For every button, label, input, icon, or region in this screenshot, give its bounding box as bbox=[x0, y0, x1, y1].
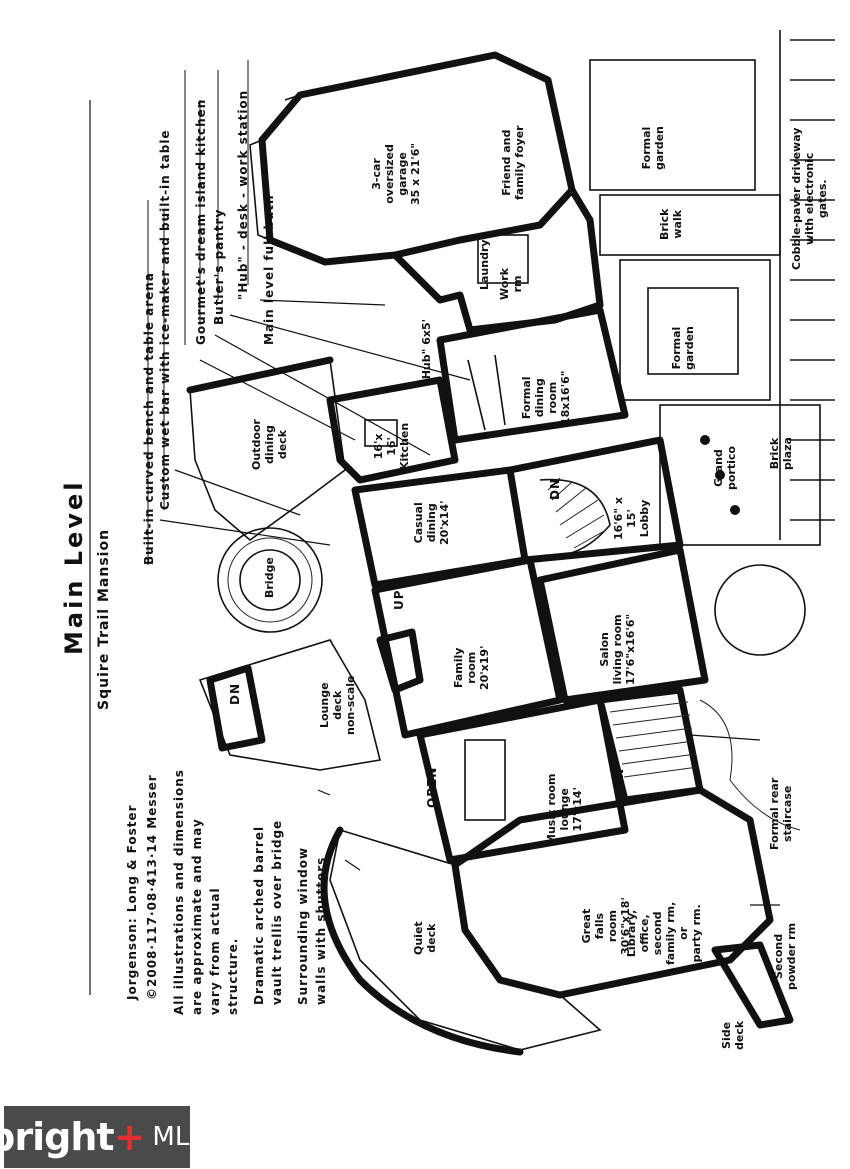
logo-mark: + bbox=[113, 1115, 146, 1159]
lounge-deck bbox=[198, 639, 381, 771]
lounge-stair bbox=[206, 664, 266, 752]
disclaimer-3: vary from actual bbox=[208, 887, 222, 1015]
side-deck-walls bbox=[711, 941, 794, 1029]
mark-open: OPEN bbox=[425, 766, 439, 808]
credit-line-2: ©2008·117·08·413·14 Messer bbox=[145, 774, 159, 1000]
kitchen-island bbox=[364, 419, 398, 447]
music-room-walls bbox=[416, 696, 629, 864]
laundry-tile bbox=[477, 234, 529, 284]
callout-hub: "Hub" - desk - work station bbox=[236, 89, 250, 300]
mark-dn-music: DN bbox=[612, 767, 626, 790]
label-bridge: Bridge bbox=[263, 557, 276, 598]
curved-staircase bbox=[539, 478, 611, 557]
label-laundry: Laundry bbox=[478, 239, 491, 290]
formal-dining-walls bbox=[436, 306, 629, 444]
trees-lower-right bbox=[699, 564, 806, 831]
brick-walk bbox=[599, 194, 781, 256]
cobble-driveway bbox=[779, 30, 835, 540]
page-subtitle: Squire Trail Mansion bbox=[96, 528, 112, 710]
logo-suffix: MLS bbox=[152, 1122, 206, 1152]
callout-leaders bbox=[159, 299, 780, 906]
kitchen-walls bbox=[326, 376, 459, 484]
brick-plaza bbox=[659, 404, 821, 546]
callout-curved-bench: Built-in curved bench and table arena bbox=[142, 272, 156, 565]
credit-line-1: Jorgenson: Long & Foster bbox=[125, 804, 139, 1000]
outdoor-dining-deck bbox=[189, 359, 346, 542]
callout-window-walls-1: Surrounding window bbox=[296, 846, 310, 1005]
callout-full-bath: Main level full bath bbox=[262, 194, 276, 345]
mark-dn-lobby: DN bbox=[548, 477, 562, 500]
callout-window-walls-2: walls with shutters bbox=[314, 856, 328, 1005]
mark-up-family: UP bbox=[392, 589, 406, 610]
callout-island-kitchen: Gourmet's dream island kitchen bbox=[194, 98, 208, 345]
salon-walls bbox=[536, 546, 709, 704]
quiet-deck bbox=[329, 828, 602, 1051]
mark-dn-lounge: DN bbox=[228, 682, 242, 705]
disclaimer-4: structure. bbox=[226, 937, 240, 1015]
service-wing-walls bbox=[391, 186, 604, 334]
callout-butlers-pantry: Butler's pantry bbox=[212, 208, 226, 325]
label-hub: "Hub" 6x5' bbox=[420, 319, 433, 385]
music-room-tile bbox=[464, 739, 506, 821]
formal-garden-upper bbox=[589, 59, 756, 191]
disclaimer-1: All illustrations and dimensions bbox=[172, 769, 186, 1015]
bridge-circle bbox=[217, 527, 323, 633]
portico-columns bbox=[700, 435, 740, 515]
bright-mls-logo: bright+ MLS bbox=[0, 1106, 206, 1168]
logo-brand: bright bbox=[0, 1115, 115, 1159]
lobby-walls bbox=[506, 436, 684, 564]
callout-barrel-vault-1: Dramatic arched barrel bbox=[252, 825, 266, 1005]
formal-garden-lower bbox=[619, 259, 771, 401]
page-title: Main Level bbox=[60, 479, 88, 655]
callout-barrel-vault-2: vault trellis over bridge bbox=[270, 819, 284, 1005]
fireplace bbox=[376, 628, 424, 694]
disclaimer-2: are approximate and may bbox=[190, 818, 204, 1015]
callout-wet-bar: Custom wet bar with ice-maker and built-… bbox=[158, 129, 172, 510]
garage-outline bbox=[249, 51, 576, 266]
